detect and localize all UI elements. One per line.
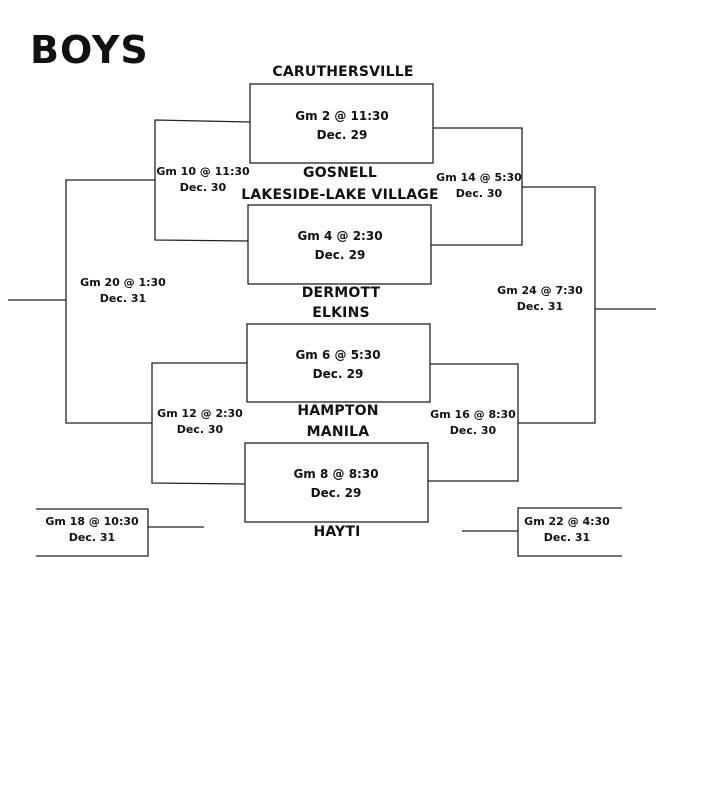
team-lakeside-lake-village: LAKESIDE-LAKE VILLAGE <box>241 187 439 203</box>
game-22-time: Gm 22 @ 4:30 <box>524 515 610 528</box>
game-8-box <box>244 442 429 523</box>
game-14-label: Gm 14 @ 5:30 Dec. 30 <box>436 170 522 202</box>
game-10-time: Gm 10 @ 11:30 <box>156 165 250 178</box>
game-24-time: Gm 24 @ 7:30 <box>497 284 583 297</box>
game-6-time: Gm 6 @ 5:30 <box>295 348 381 362</box>
game-2-date: Dec. 29 <box>316 128 368 142</box>
game-18-bracket <box>36 508 149 557</box>
game-22-label: Gm 22 @ 4:30 Dec. 31 <box>524 514 610 546</box>
game-14-time: Gm 14 @ 5:30 <box>436 171 522 184</box>
team-hayti: HAYTI <box>313 524 361 540</box>
game-4-label: Gm 4 @ 2:30 Dec. 29 <box>297 227 382 265</box>
team-elkins: ELKINS <box>312 305 370 321</box>
game-22-bracket <box>517 507 622 557</box>
game-20-bracket <box>65 179 155 424</box>
page-title: BOYS <box>30 28 149 72</box>
game-16-label: Gm 16 @ 8:30 Dec. 30 <box>430 407 516 439</box>
game-24-bracket <box>518 186 596 424</box>
game-12-time: Gm 12 @ 2:30 <box>157 407 243 420</box>
game-14-date: Dec. 30 <box>455 187 503 200</box>
game-10-date: Dec. 30 <box>179 181 227 194</box>
game-2-box <box>249 83 434 164</box>
game-20-label: Gm 20 @ 1:30 Dec. 31 <box>80 275 166 307</box>
game-20-time: Gm 20 @ 1:30 <box>80 276 166 289</box>
team-gosnell: GOSNELL <box>303 165 377 181</box>
game-18-label: Gm 18 @ 10:30 Dec. 31 <box>45 514 138 546</box>
game-6-date: Dec. 29 <box>312 367 364 381</box>
game-2-label: Gm 2 @ 11:30 Dec. 29 <box>295 107 388 145</box>
team-dermott: DERMOTT <box>301 285 381 301</box>
game-8-time: Gm 8 @ 8:30 <box>293 467 379 481</box>
team-manila: MANILA <box>306 424 370 440</box>
game-2-time: Gm 2 @ 11:30 <box>295 109 389 123</box>
team-caruthersville: CARUTHERSVILLE <box>272 64 414 80</box>
game-18-date: Dec. 31 <box>68 531 116 544</box>
game-20-date: Dec. 31 <box>99 292 147 305</box>
game-10-label: Gm 10 @ 11:30 Dec. 30 <box>156 164 249 196</box>
game-24-date: Dec. 31 <box>516 300 564 313</box>
game-4-time: Gm 4 @ 2:30 <box>297 229 383 243</box>
game-4-date: Dec. 29 <box>314 248 366 262</box>
game-16-date: Dec. 30 <box>449 424 497 437</box>
game-8-date: Dec. 29 <box>310 486 362 500</box>
game-16-time: Gm 16 @ 8:30 <box>430 408 516 421</box>
game-8-label: Gm 8 @ 8:30 Dec. 29 <box>293 465 378 503</box>
game-6-label: Gm 6 @ 5:30 Dec. 29 <box>295 346 380 384</box>
game-24-label: Gm 24 @ 7:30 Dec. 31 <box>497 283 583 315</box>
game-12-date: Dec. 30 <box>176 423 224 436</box>
game-18-time: Gm 18 @ 10:30 <box>45 515 139 528</box>
game-22-date: Dec. 31 <box>543 531 591 544</box>
game-12-label: Gm 12 @ 2:30 Dec. 30 <box>157 406 243 438</box>
team-hampton: HAMPTON <box>297 403 379 419</box>
